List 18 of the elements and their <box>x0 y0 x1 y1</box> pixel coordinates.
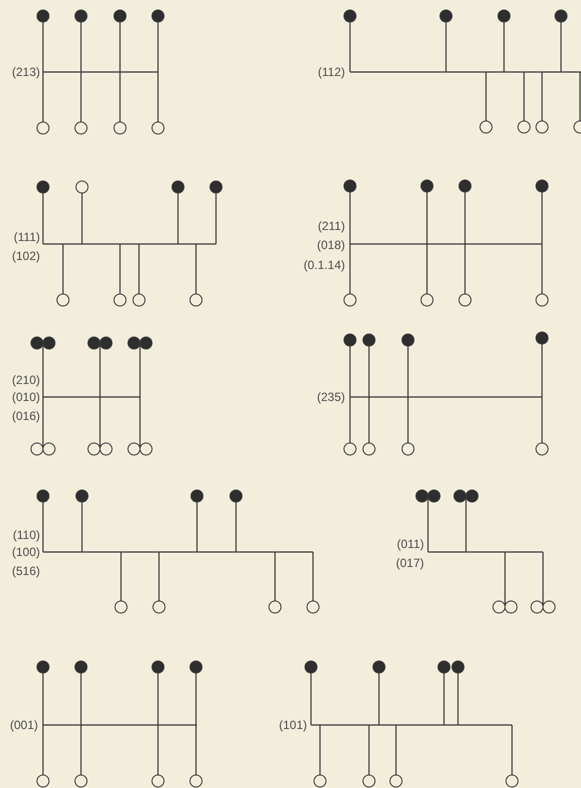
index-label: (102) <box>12 249 40 263</box>
index-label: (011) <box>396 537 424 551</box>
index-label: (017) <box>396 556 424 570</box>
index-label: (110) <box>12 528 40 542</box>
index-label: (516) <box>12 564 40 578</box>
index-label: (111) <box>14 230 40 244</box>
index-label: (0.1.14) <box>304 258 345 272</box>
index-label: (016) <box>12 409 40 423</box>
index-label: (235) <box>316 390 345 404</box>
index-label: (210) <box>12 373 40 387</box>
index-label: (018) <box>316 238 345 252</box>
index-label: (001) <box>10 718 38 732</box>
index-label: (211) <box>318 219 345 233</box>
index-label: (112) <box>318 65 345 79</box>
index-label: (213) <box>12 65 40 79</box>
index-label: (100) <box>12 545 40 559</box>
index-label: (101) <box>278 718 307 732</box>
index-label: (010) <box>12 390 40 404</box>
